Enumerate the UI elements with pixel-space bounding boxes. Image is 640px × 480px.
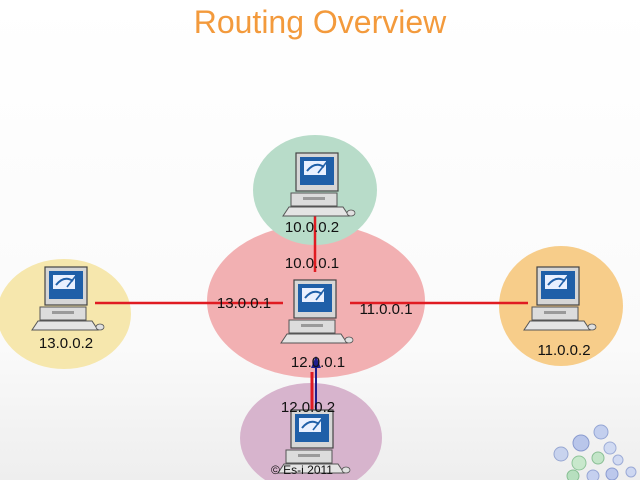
label-top-host: 10.0.0.2 [285, 219, 339, 236]
label-router-iface-left: 13.0.0.1 [217, 295, 271, 312]
label-router-iface-bottom: 12.0.0.1 [291, 354, 345, 371]
label-left-host: 13.0.0.2 [39, 335, 93, 352]
arrow-head [311, 356, 321, 368]
footer-copyright: © Es-i 2011 [271, 463, 333, 477]
network-right-ellipse [499, 246, 623, 366]
label-bottom-host: 12.0.0.2 [281, 399, 335, 416]
slide-title: Routing Overview [193, 4, 447, 40]
label-router-iface-right: 11.0.0.1 [359, 301, 412, 318]
label-right-host: 11.0.0.2 [537, 342, 590, 359]
dots-logo-icon [553, 424, 637, 480]
label-router-iface-top: 10.0.0.1 [285, 255, 339, 272]
